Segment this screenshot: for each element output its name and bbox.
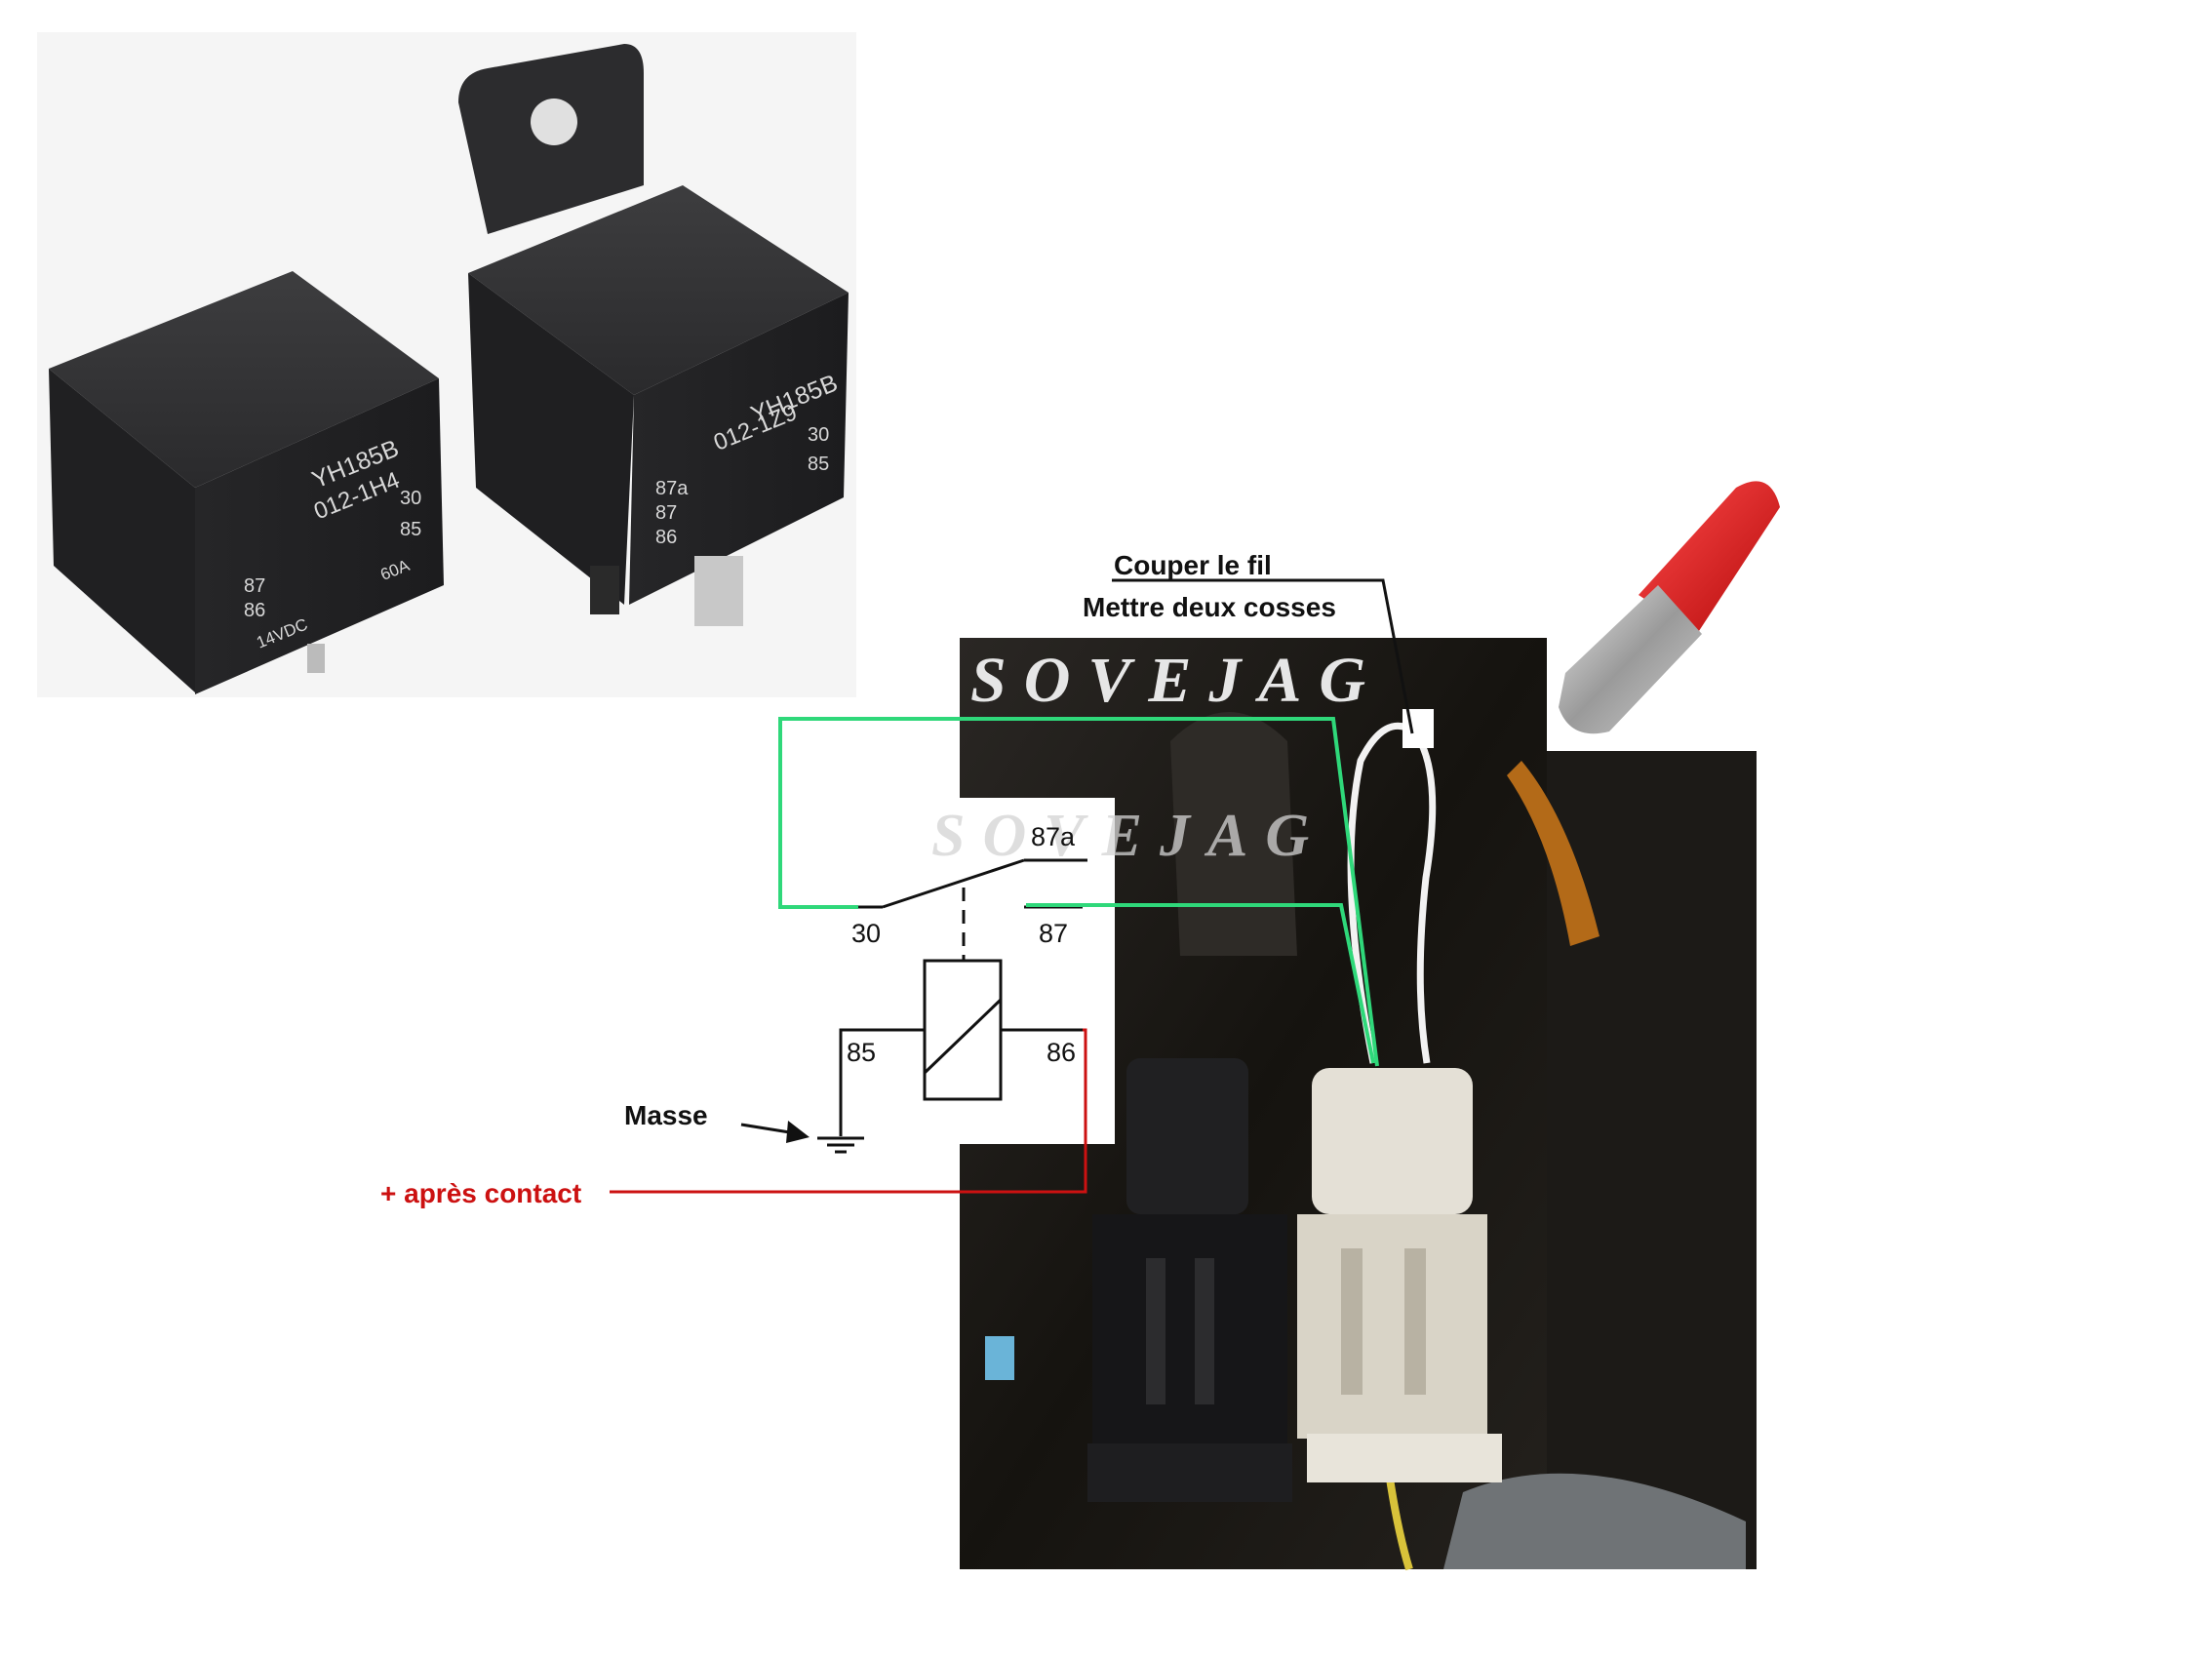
- terminals-label: Mettre deux cosses: [1083, 592, 1336, 622]
- ground-label: Masse: [624, 1100, 708, 1130]
- black-connector-latch-a: [1146, 1258, 1165, 1404]
- relay-left-pin85: 85: [400, 519, 422, 540]
- black-connector-latch-b: [1195, 1258, 1214, 1404]
- relay-right-pin85: 85: [808, 454, 830, 475]
- pin-label-30: 30: [851, 919, 882, 948]
- pin-label-86: 86: [1047, 1038, 1077, 1067]
- watermark-schematic: SOVEJAG: [931, 803, 1327, 869]
- cut-leader-line: [1112, 578, 1414, 734]
- relay-right-pin30: 30: [808, 424, 830, 446]
- relay-right-pin87: 87: [655, 502, 678, 524]
- relay-right-terminal-a: [590, 566, 619, 614]
- red-ignition-wire: [610, 1028, 1087, 1194]
- relay-right-pin86: 86: [655, 527, 678, 548]
- schematic-panel: [775, 798, 1115, 1144]
- white-connector-base: [1307, 1434, 1502, 1482]
- spade-terminal-photo: [1549, 481, 1793, 751]
- black-connector-body: [1092, 1214, 1287, 1458]
- orange-wire: [1507, 761, 1600, 946]
- relay-right-photo: [458, 44, 849, 626]
- relay-right-top: [468, 185, 849, 395]
- white-connector-top: [1312, 1068, 1473, 1214]
- blue-clip: [985, 1336, 1014, 1380]
- pin-label-87: 87: [1039, 919, 1069, 948]
- coil-lead-85: [839, 1028, 925, 1136]
- relay-right-pin87a: 87a: [655, 478, 689, 499]
- relay-left-front: [195, 378, 444, 694]
- ground-arrow-head: [786, 1121, 810, 1143]
- green-wire-30: [778, 717, 1379, 1067]
- relay-right-terminal-b: [694, 556, 743, 626]
- relay-left-pin87: 87: [244, 575, 266, 597]
- engine-hose: [1170, 712, 1297, 956]
- cut-wire-label: Couper le fil: [1114, 550, 1272, 580]
- bracket-hole: [531, 99, 577, 145]
- pin-label-85: 85: [847, 1038, 877, 1067]
- relay-left-top: [49, 271, 439, 488]
- white-connector-body: [1297, 1214, 1487, 1439]
- metal-pipe: [1443, 1473, 1746, 1569]
- black-connector: [1087, 1058, 1292, 1502]
- terminal-metal-blade: [1559, 585, 1702, 734]
- cut-point-marker: [1402, 709, 1434, 748]
- terminal-red-sleeve: [1639, 481, 1780, 634]
- black-connector-base: [1087, 1443, 1292, 1502]
- pin-label-87a: 87a: [1031, 822, 1076, 851]
- relay-left-pin86: 86: [244, 600, 266, 621]
- coil-diagonal: [923, 998, 1003, 1075]
- black-connector-top: [1126, 1058, 1248, 1214]
- white-connector-latch-b: [1404, 1248, 1426, 1395]
- watermark-main: SOVEJAG: [970, 645, 1384, 716]
- relay-left-terminal: [307, 644, 325, 673]
- green-wires: [778, 717, 1379, 1067]
- relay-left-pin30: 30: [400, 488, 422, 509]
- relay-right-side: [468, 273, 634, 605]
- relay-left-side: [49, 369, 195, 692]
- relay-right-front: [629, 293, 849, 605]
- white-connector-latch-a: [1341, 1248, 1363, 1395]
- switch-arm: [882, 858, 1025, 909]
- green-wire-87: [1026, 903, 1375, 1064]
- white-connector: [1297, 709, 1502, 1482]
- ignition-label: + après contact: [380, 1178, 582, 1208]
